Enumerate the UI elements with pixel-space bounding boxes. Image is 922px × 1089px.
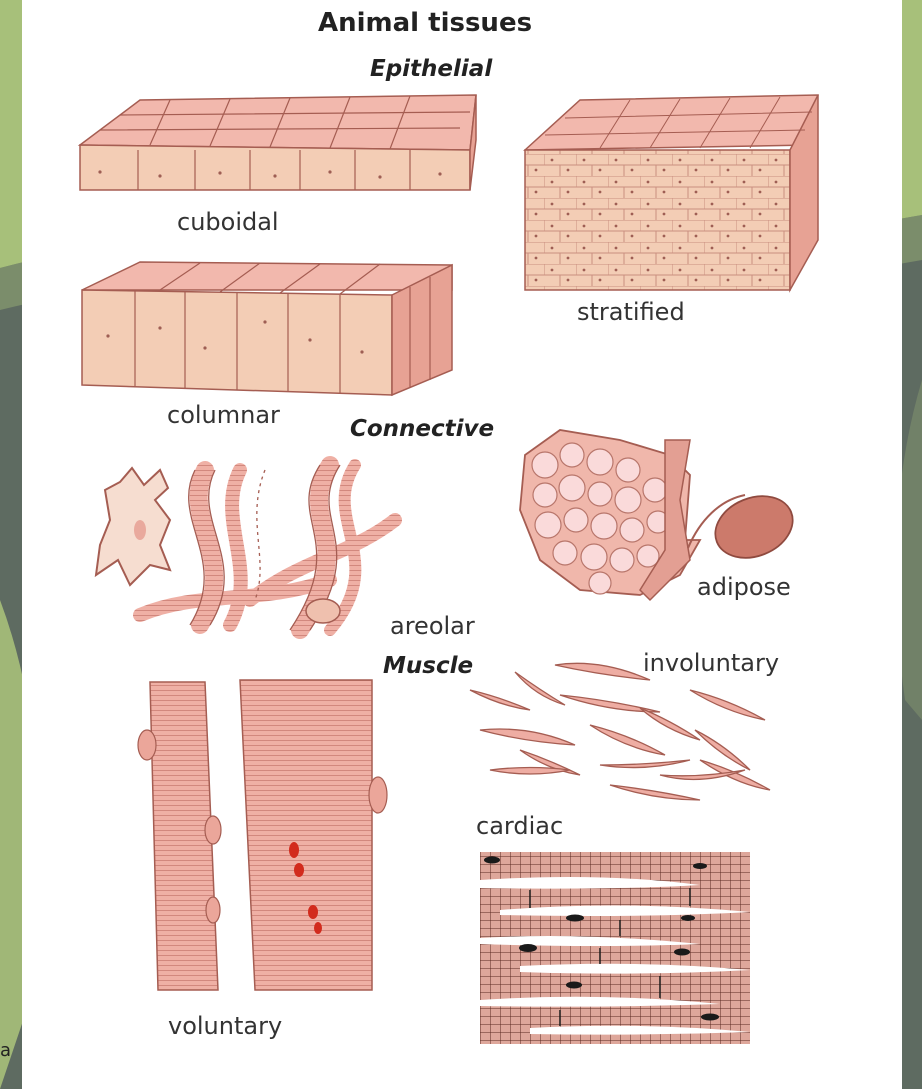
- voluntary-muscle: [138, 680, 387, 990]
- heading-epithelial: Epithelial: [370, 58, 492, 81]
- heading-muscle: Muscle: [383, 655, 473, 678]
- diagram-title: Animal tissues: [318, 10, 532, 36]
- label-cardiac: cardiac: [476, 814, 563, 838]
- label-involuntary: involuntary: [643, 651, 779, 675]
- label-areolar: areolar: [390, 614, 475, 638]
- heading-connective: Connective: [350, 418, 494, 441]
- stratified-tissue: [525, 95, 818, 290]
- label-cuboidal: cuboidal: [177, 210, 279, 234]
- involuntary-muscle: [470, 663, 770, 800]
- cuboidal-tissue: [80, 95, 476, 190]
- label-stratified: stratified: [577, 300, 685, 324]
- edge-text-fragment: a: [0, 1042, 11, 1060]
- columnar-tissue: [82, 262, 452, 395]
- label-adipose: adipose: [697, 575, 791, 599]
- label-voluntary: voluntary: [168, 1014, 282, 1038]
- areolar-tissue: [96, 465, 395, 630]
- cardiac-muscle: [480, 852, 750, 1044]
- label-columnar: columnar: [167, 403, 280, 427]
